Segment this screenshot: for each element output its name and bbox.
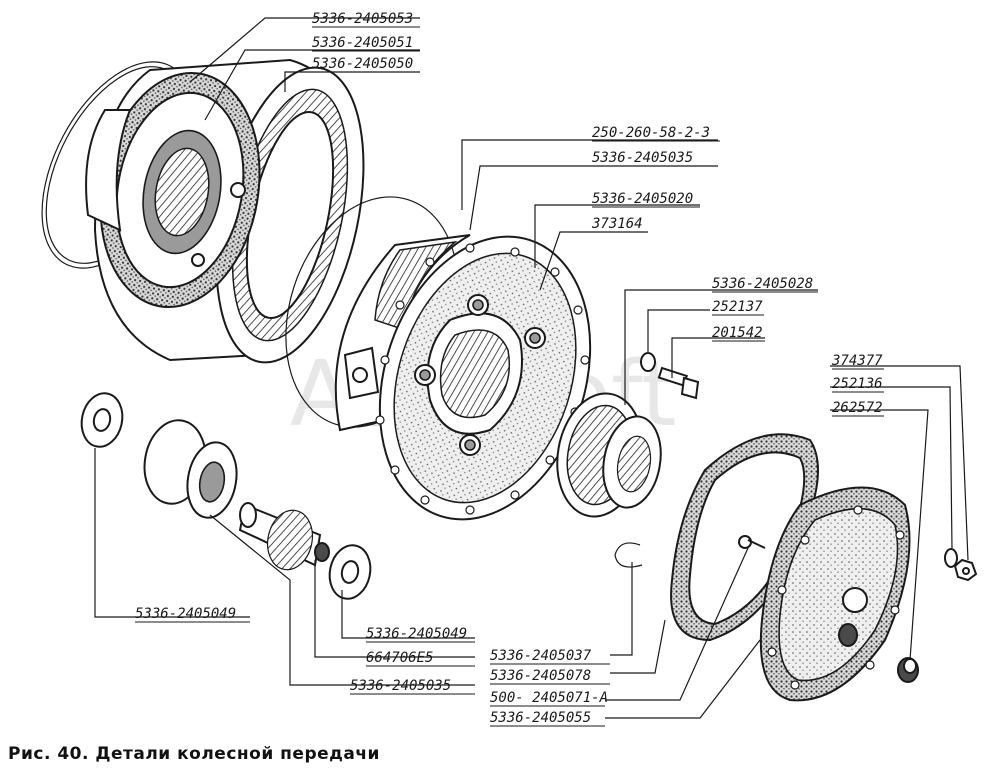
thrust-washer-right-part bbox=[328, 544, 372, 600]
planet-gear-part bbox=[556, 392, 662, 518]
label-252137: 252137 bbox=[712, 299, 763, 315]
label-5336-2405035-bottom: 5336-2405035 bbox=[350, 678, 451, 694]
label-373164: 373164 bbox=[591, 216, 643, 232]
label-250-260-58-2-3: 250-260-58-2-3 bbox=[592, 125, 710, 141]
label-5336-2405028: 5336-2405028 bbox=[712, 276, 813, 292]
figure-caption: Рис. 40. Детали колесной передачи bbox=[8, 744, 380, 764]
label-664706E5: 664706Е5 bbox=[366, 650, 433, 666]
splined-shaft-part bbox=[238, 502, 330, 571]
gasket-part bbox=[670, 433, 819, 642]
end-cover-part bbox=[759, 486, 911, 702]
label-5336-2405037: 5336-2405037 bbox=[490, 648, 592, 664]
label-5336-2405051: 5336-2405051 bbox=[312, 35, 413, 51]
label-5336-2405035-top: 5336-2405035 bbox=[592, 150, 693, 166]
label-5336-2405049-left: 5336-2405049 bbox=[135, 606, 236, 622]
washer-small-part bbox=[944, 548, 958, 568]
label-374377: 374377 bbox=[831, 353, 883, 369]
label-5336-2405053: 5336-2405053 bbox=[312, 11, 413, 27]
label-5336-2405050: 5336-2405050 bbox=[312, 56, 413, 72]
sun-gear-part bbox=[143, 419, 238, 519]
label-500-2405071-A: 500- 2405071-А bbox=[490, 690, 608, 706]
label-262572: 262572 bbox=[832, 400, 883, 416]
thrust-washer-left-part bbox=[80, 392, 124, 448]
ring-gear-part bbox=[85, 58, 365, 364]
drain-plug-part bbox=[897, 657, 919, 683]
label-5336-2405055: 5336-2405055 bbox=[490, 710, 591, 726]
part-labels: 5336-2405053 5336-2405051 5336-2405050 2… bbox=[135, 11, 883, 726]
label-underlines bbox=[135, 26, 884, 727]
bolt-washer-part bbox=[640, 352, 700, 400]
label-5336-2405078: 5336-2405078 bbox=[490, 668, 591, 684]
label-5336-2405049-right: 5336-2405049 bbox=[366, 626, 467, 642]
label-252136: 252136 bbox=[832, 376, 883, 392]
label-5336-2405020: 5336-2405020 bbox=[592, 191, 693, 207]
nut-part bbox=[953, 558, 978, 582]
planet-carrier-part bbox=[334, 234, 592, 521]
label-201542: 201542 bbox=[712, 325, 763, 341]
circlip-part bbox=[614, 542, 643, 568]
